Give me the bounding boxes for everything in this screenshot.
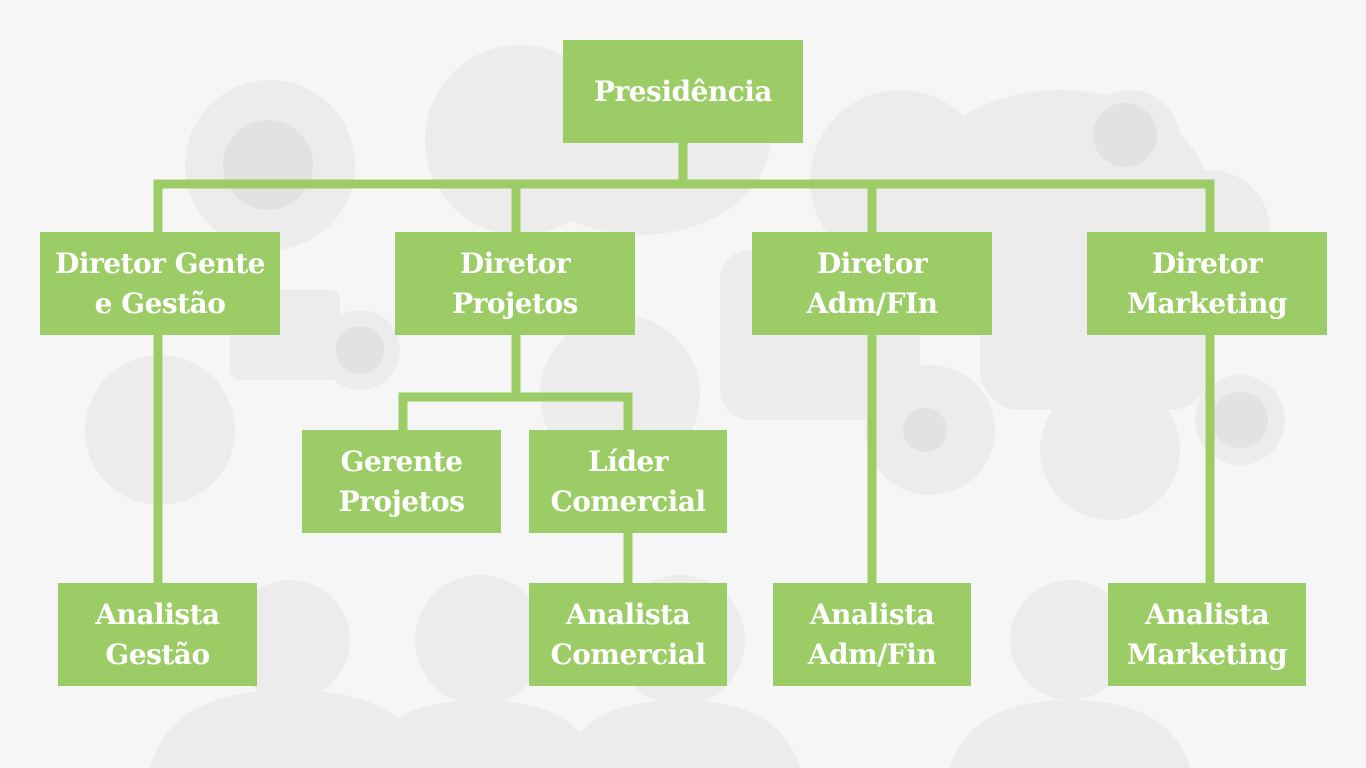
node-diretor-adm-fin: Diretor Adm/FIn xyxy=(752,232,992,335)
node-label: Gerente Projetos xyxy=(338,444,465,518)
node-label: Analista Adm/Fin xyxy=(807,597,937,671)
node-label: Diretor Marketing xyxy=(1126,246,1288,320)
node-label: Analista Comercial xyxy=(550,597,706,671)
node-label: Diretor Adm/FIn xyxy=(806,246,939,320)
node-diretor-gente-gestao: Diretor Gente e Gestão xyxy=(40,232,280,335)
node-label: Analista Marketing xyxy=(1126,597,1288,671)
node-diretor-marketing: Diretor Marketing xyxy=(1087,232,1327,335)
node-presidencia: Presidência xyxy=(563,40,803,143)
node-lider-comercial: Líder Comercial xyxy=(529,430,727,533)
node-label: Líder Comercial xyxy=(550,444,706,518)
node-label: Diretor Gente e Gestão xyxy=(55,246,265,320)
node-label: Presidência xyxy=(593,74,773,108)
node-analista-gestao: Analista Gestão xyxy=(58,583,257,686)
node-label: Diretor Projetos xyxy=(452,246,578,320)
node-gerente-projetos: Gerente Projetos xyxy=(302,430,501,533)
node-diretor-projetos: Diretor Projetos xyxy=(395,232,635,335)
node-analista-comercial: Analista Comercial xyxy=(529,583,727,686)
node-analista-marketing: Analista Marketing xyxy=(1108,583,1306,686)
node-label: Analista Gestão xyxy=(95,597,220,671)
node-analista-adm-fin: Analista Adm/Fin xyxy=(773,583,971,686)
